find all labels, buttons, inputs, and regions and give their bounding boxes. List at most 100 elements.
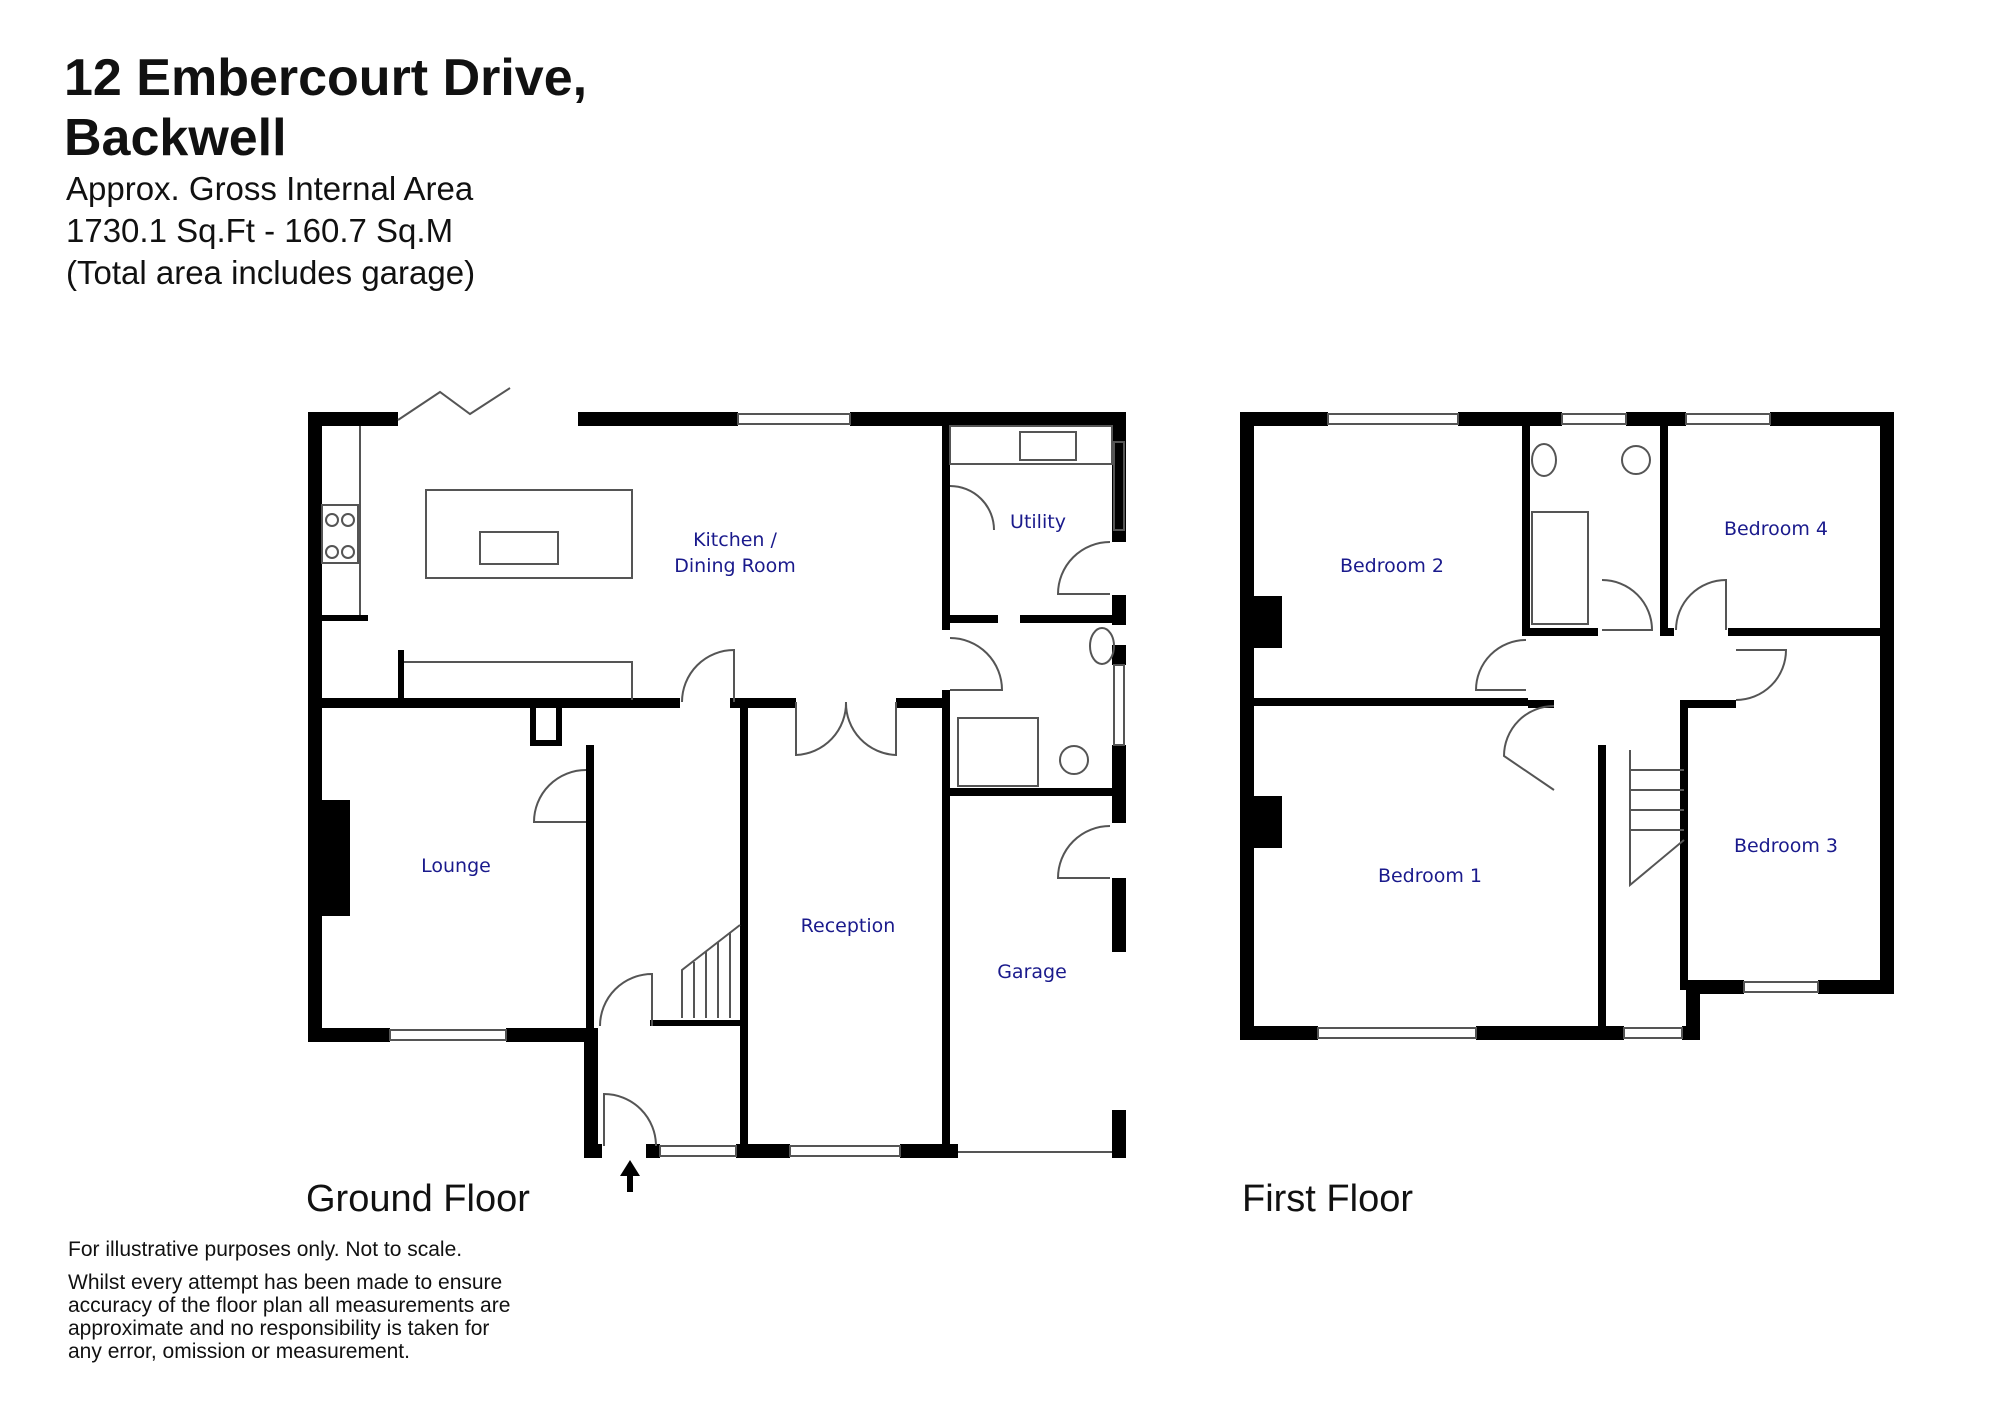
first-floor-fixtures <box>1317 413 1819 1039</box>
ff-wall-bottom-b3-r <box>1818 980 1894 994</box>
first-floor-label: First Floor <box>1242 1178 1413 1220</box>
ff-wall-b2-bath <box>1522 420 1530 635</box>
ff-door-b3 <box>1735 649 1788 701</box>
gf-wall-kitchen-recep-r <box>896 698 948 708</box>
gf-window-utility <box>1113 441 1125 531</box>
ff-wall-bottom-landing <box>1682 1026 1700 1040</box>
gf-hob <box>321 504 359 564</box>
ff-window-b3 <box>1743 981 1819 993</box>
label-bedroom-4: Bedroom 4 <box>1724 518 1828 540</box>
gf-basin <box>1089 627 1115 665</box>
gf-wall-top-left <box>308 412 398 426</box>
gf-wall-right-mid3 <box>1112 745 1126 823</box>
gf-wall-right-garage <box>1112 1110 1126 1158</box>
entrance-arrow-icon <box>620 1160 640 1192</box>
label-utility: Utility <box>1010 511 1066 533</box>
ff-door-b1 <box>1502 705 1555 791</box>
gf-door-hall <box>681 648 735 703</box>
gf-wall-bottom-hall <box>584 1144 602 1158</box>
gf-wall-top-mid <box>578 412 738 426</box>
first-floor-plan <box>1240 412 1894 1040</box>
gf-window-entrance <box>659 1145 737 1157</box>
ff-window-b4 <box>1685 413 1771 425</box>
ff-wall-b2-b1 <box>1248 698 1528 706</box>
ground-floor-label: Ground Floor <box>306 1178 530 1220</box>
label-kitchen-2: Dining Room <box>674 555 795 577</box>
ff-wall-b1-landing-top <box>1528 700 1554 708</box>
gf-hob-ring <box>341 513 355 527</box>
gf-door-shower <box>949 637 1004 691</box>
gf-door-garage <box>1056 825 1111 879</box>
gf-utility-counter <box>949 425 1113 465</box>
gf-wall-right-garage2 <box>1112 880 1126 952</box>
area-line-3: (Total area includes garage) <box>66 254 476 291</box>
gf-wall-cupboard3 <box>530 740 562 746</box>
gf-door-porch <box>599 972 653 1027</box>
ff-wall-left <box>1240 412 1254 1038</box>
gf-wall-bottom-rec <box>736 1144 790 1158</box>
gf-bifold-doors <box>397 387 511 421</box>
gf-window-lounge <box>389 1029 507 1041</box>
ff-wall-b3-step <box>1686 980 1700 1038</box>
gf-wall-bottom-lounge-l <box>308 1028 390 1042</box>
gf-wall-right-mid2 <box>1112 645 1126 665</box>
area-line-2: 1730.1 Sq.Ft - 160.7 Sq.M <box>66 212 454 249</box>
ff-chimney-b2 <box>1254 596 1282 648</box>
gf-wall-larder-v <box>398 650 404 705</box>
ff-chimney-b1 <box>1254 796 1282 848</box>
gf-wall-cupboard <box>530 700 536 745</box>
gf-wall-left <box>308 412 322 1040</box>
gf-door-recep-l <box>795 701 848 757</box>
ff-window-bath <box>1561 413 1627 425</box>
gf-wall-larder <box>308 615 368 621</box>
gf-toilet <box>1059 745 1089 775</box>
gf-stairs <box>681 924 741 1018</box>
disclaimer: For illustrative purposes only. Not to s… <box>68 1238 628 1363</box>
disclaimer-line-2: accuracy of the floor plan all measureme… <box>68 1294 511 1317</box>
gf-wall-hall-recep <box>740 700 748 1150</box>
gf-hob-ring <box>341 545 355 559</box>
gf-wall-hall-lounge <box>586 745 594 1035</box>
gf-wall-utility-bottom <box>942 615 998 623</box>
gf-chimney-lounge <box>322 800 350 916</box>
gf-wall-bottom-lounge-r <box>506 1028 598 1042</box>
gf-shower-tray <box>957 717 1039 787</box>
gf-wall-kitchen-recep-l <box>730 698 796 708</box>
gf-door-lounge <box>532 769 587 823</box>
label-garage: Garage <box>997 961 1067 983</box>
ff-wall-wc-bottom <box>1660 628 1674 636</box>
gf-kitchen-island <box>425 489 633 579</box>
gf-wall-shower-bottom <box>942 788 1118 796</box>
gf-island-sink <box>479 531 559 565</box>
ff-window-landing <box>1623 1027 1683 1039</box>
ff-wall-b1-landing <box>1598 745 1606 1035</box>
gf-wall-recep-garage2 <box>942 690 950 1150</box>
disclaimer-line-4: any error, omission or measurement. <box>68 1340 410 1363</box>
ff-wall-top-3 <box>1626 412 1686 426</box>
gf-wall-cupboard2 <box>556 700 562 745</box>
ff-wall-bath-bottom <box>1522 628 1598 636</box>
label-reception: Reception <box>801 915 896 937</box>
gf-wall-recep-garage <box>942 420 950 630</box>
gf-door-utility-ext <box>1056 541 1111 595</box>
ff-door-b2 <box>1474 639 1527 691</box>
ff-wall-bottom-b1-r <box>1476 1026 1624 1040</box>
label-lounge: Lounge <box>421 855 491 877</box>
gf-door-front <box>603 1092 657 1147</box>
ff-window-b1 <box>1317 1027 1477 1039</box>
gf-wall-hall-left <box>584 1028 598 1158</box>
ground-floor-plan <box>308 412 1126 1158</box>
ff-wall-b4-bottom <box>1728 628 1888 636</box>
disclaimer-line-3: approximate and no responsibility is tak… <box>68 1317 490 1340</box>
ff-wall-top-4 <box>1770 412 1892 426</box>
ff-stairs <box>1629 750 1685 888</box>
illustrative-note: For illustrative purposes only. Not to s… <box>68 1238 463 1261</box>
ff-wall-landing-b3 <box>1680 700 1688 990</box>
ff-wall-top-2 <box>1458 412 1562 426</box>
label-kitchen-1: Kitchen / <box>693 529 777 551</box>
gf-wall-stairs-top <box>650 1020 742 1026</box>
ff-wall-bottom-b1-l <box>1240 1026 1318 1040</box>
ff-door-bath <box>1601 579 1654 631</box>
ff-wall-right <box>1880 412 1894 992</box>
